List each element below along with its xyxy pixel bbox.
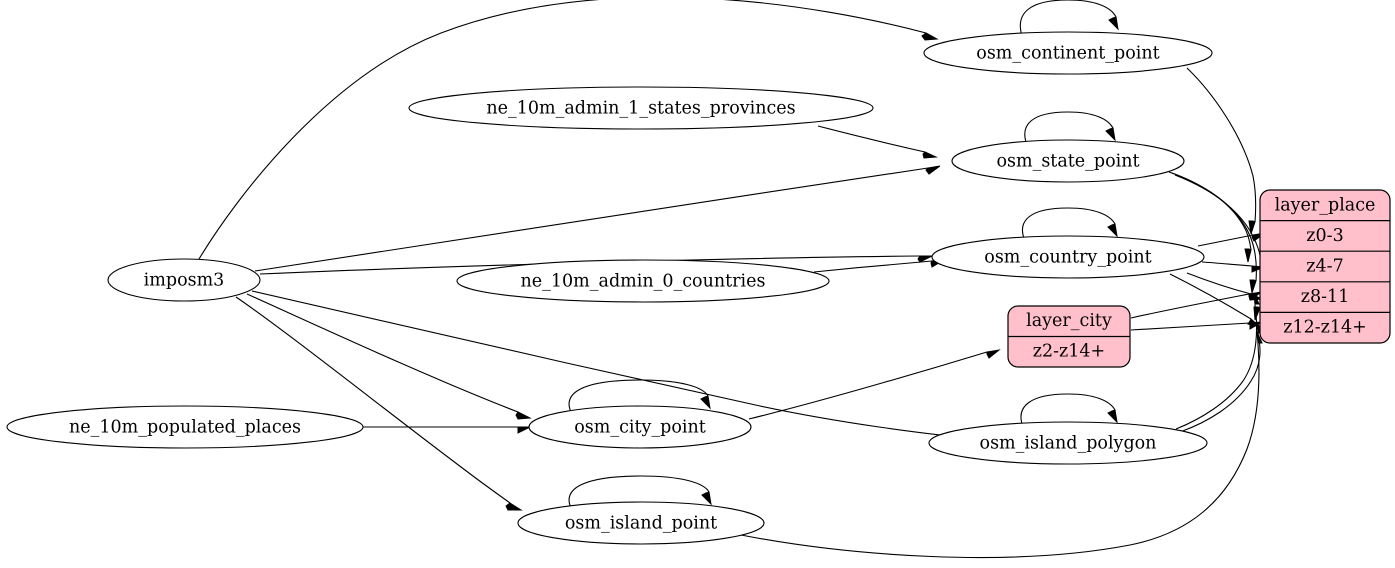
edge-imposm3-to-osm_continent_point [198,0,939,260]
edge-ne_countries-to-osm_country_point [813,259,945,273]
node-ne_10m_admin_1_states_provinces[interactable]: ne_10m_admin_1_states_provinces [408,86,874,130]
edge-layer_city-to-layer_place-z12-z14 [1130,321,1263,331]
edge-ne_states-to-osm_state_point [817,125,938,159]
edge-imposm3-to-osm_island_point [235,296,523,511]
edge-osm_island_polygon-to-layer_place-z12-z14 [1179,321,1263,433]
node-osm_island_polygon[interactable]: osm_island_polygon [928,421,1208,465]
edge-osm_continent_point-to-layer_place-z0-3 [1186,67,1257,235]
node-osm_city_point[interactable]: osm_city_point [528,405,752,449]
edge-osm_country_point-to-layer_place-z4-7 [1201,261,1265,273]
edge-ne_populated-to-osm_city_point [363,426,531,434]
edge-self-loop-osm_island_point [568,475,712,509]
edge-layer_city-to-layer_place-z8-11 [1130,291,1263,319]
edge-self-loop-osm_country_point [1021,207,1118,242]
edge-imposm3-to-osm_state_point [254,165,941,272]
node-ne_10m_admin_0_countries[interactable]: ne_10m_admin_0_countries [456,259,830,303]
node-osm_continent_point[interactable]: osm_continent_point [923,31,1213,75]
edge-self-loop-osm_continent_point [1019,0,1119,37]
edge-osm_city_point-to-layer_city-z2-z14 [748,349,1001,420]
node-imposm3[interactable]: imposm3 [107,258,261,302]
edge-self-loop-osm_island_polygon [1020,393,1118,428]
node-layer_city[interactable]: layer_city z2-z14+ [1007,305,1131,368]
edge-osm_state_point-to-layer_place-z8-11 [1171,172,1257,294]
edge-imposm3-to-osm_city_point [246,293,532,420]
node-ne_10m_populated_places[interactable]: ne_10m_populated_places [6,405,364,449]
edge-osm_island_polygon-to-layer_place-z8-11 [1175,292,1260,430]
edge-self-loop-osm_state_point [1024,111,1116,146]
node-osm_state_point[interactable]: osm_state_point [951,139,1185,183]
node-layer_place[interactable]: layer_place z0-3 z4-7 z8-11 z12-z14+ [1259,189,1391,344]
edge-osm_island_point-to-layer_place-z12-z14 [740,331,1263,559]
node-osm_island_point[interactable]: osm_island_point [517,501,765,545]
edge-osm_country_point-to-layer_place-z0-3 [1197,232,1266,247]
edge-self-loop-osm_city_point [568,379,711,413]
node-osm_country_point[interactable]: osm_country_point [931,235,1205,279]
